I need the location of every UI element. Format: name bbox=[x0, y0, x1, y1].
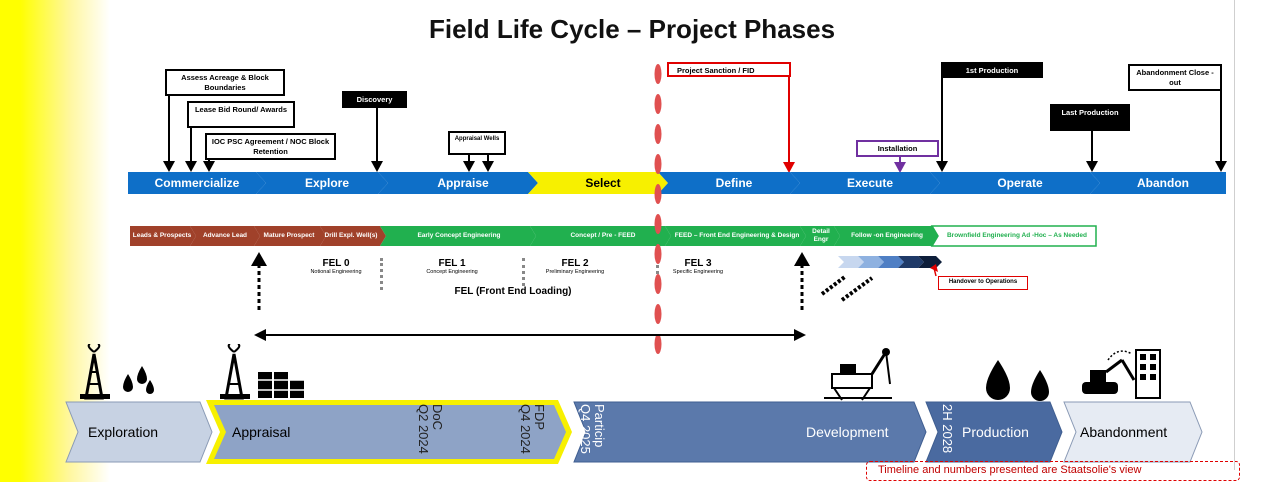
chevron-exploration bbox=[65, 401, 213, 463]
connector-line bbox=[190, 128, 192, 162]
fel-full-label: FEL (Front End Loading) bbox=[454, 286, 572, 297]
phase-chevron-explore bbox=[256, 172, 388, 194]
milestone-lease-bid: Lease Bid Round/ Awards bbox=[187, 101, 295, 128]
fel-step-detail-engr: Detail Engr bbox=[812, 228, 830, 243]
phase-commercialize: Commercialize bbox=[154, 176, 240, 190]
connector-line bbox=[168, 96, 170, 162]
chevron-appraisal bbox=[214, 405, 566, 459]
connector-line bbox=[788, 77, 790, 163]
fel-step-early-concept: Early Concept Engineering bbox=[417, 232, 501, 239]
range-arrows bbox=[251, 252, 810, 341]
offshore-platform-icon bbox=[824, 348, 892, 401]
milestone-last-production: Last Production bbox=[1050, 104, 1130, 131]
bottom-stage-bar bbox=[65, 400, 1203, 464]
page-title: Field Life Cycle – Project Phases bbox=[428, 14, 836, 44]
stage-exploration: Exploration bbox=[88, 424, 159, 440]
phase-abandon: Abandon bbox=[1137, 176, 1189, 190]
fel-step-drill-expl: Drill Expl. Well(s) bbox=[324, 232, 378, 239]
milestone-first-production: 1st Production bbox=[941, 62, 1043, 78]
fel-step-leads: Leads & Prospects bbox=[132, 232, 192, 239]
arrow-down-icon bbox=[783, 162, 795, 173]
milestone-assess-acreage: Assess Acreage & Block Boundaries bbox=[165, 69, 285, 96]
arrow-down-icon bbox=[463, 161, 475, 172]
phase-chevron-commercialize bbox=[128, 172, 266, 194]
milestone-discovery: Discovery bbox=[342, 91, 407, 108]
fel-divider bbox=[656, 258, 662, 288]
phase-define: Define bbox=[715, 176, 753, 190]
demolition-icon bbox=[1082, 349, 1161, 399]
handover-chevrons bbox=[820, 256, 942, 302]
phase-appraise: Appraise bbox=[437, 176, 489, 190]
chevron-abandonment bbox=[1063, 401, 1203, 463]
milestone-2h-2028: 2H 2028 bbox=[940, 404, 955, 454]
phase-chevron-abandon bbox=[1090, 172, 1226, 194]
phase-chevron-select bbox=[528, 172, 668, 194]
phase-select: Select bbox=[585, 176, 621, 190]
fel-step-brownfield: Brownfield Engineering Ad -Hoc – As Need… bbox=[946, 232, 1087, 239]
fel-step-feed: FEED – Front End Engineering & Design bbox=[674, 232, 800, 239]
connector-line bbox=[1091, 131, 1093, 162]
arrow-down-icon bbox=[371, 161, 383, 172]
milestone-installation: Installation bbox=[856, 140, 939, 157]
chevron-production bbox=[925, 401, 1063, 463]
phase-chevron-appraise bbox=[378, 172, 538, 194]
arrow-down-icon bbox=[482, 161, 494, 172]
arrow-down-icon bbox=[936, 161, 948, 172]
phase-operate: Operate bbox=[997, 176, 1043, 190]
fel-bar bbox=[130, 225, 1097, 247]
fel-divider bbox=[522, 258, 528, 286]
milestone-project-sanction: Project Sanction / FID bbox=[667, 62, 791, 77]
stage-abandonment: Abandonment bbox=[1080, 424, 1168, 440]
stage-development: Development bbox=[806, 424, 889, 440]
phase-chevron-define bbox=[658, 172, 800, 194]
fel-step-concept-prefeed: Concept / Pre - FEED bbox=[570, 232, 636, 239]
disclaimer-box bbox=[866, 461, 1240, 481]
phase-bar bbox=[128, 172, 1226, 194]
arrow-down-icon bbox=[163, 161, 175, 172]
phase-explore: Explore bbox=[304, 176, 349, 190]
arrow-down-icon bbox=[185, 161, 197, 172]
fel-step-advance-lead: Advance Lead bbox=[202, 232, 248, 239]
fid-line bbox=[654, 64, 662, 354]
connector-line bbox=[487, 155, 489, 162]
arrow-down-icon bbox=[894, 162, 906, 173]
phase-chevron-execute bbox=[790, 172, 940, 194]
connector-line bbox=[941, 62, 943, 162]
fel-divider bbox=[380, 258, 386, 290]
connector-line bbox=[1220, 91, 1222, 162]
fel-step-follow-on: Follow -on Engineering bbox=[851, 232, 923, 239]
phase-execute: Execute bbox=[846, 176, 894, 190]
handover-box: Handover to Operations bbox=[938, 276, 1028, 290]
connector-line bbox=[899, 157, 901, 163]
chevron-development bbox=[573, 401, 927, 463]
milestone-abandonment-closeout: Abandonment Close -out bbox=[1128, 64, 1222, 91]
oil-rig-barrels-icon bbox=[220, 344, 304, 400]
disclaimer-text: Timeline and numbers presented are Staat… bbox=[878, 464, 1142, 476]
fel-step-mature-prospect: Mature Prospect bbox=[263, 232, 315, 239]
connector-line bbox=[468, 155, 470, 162]
arrow-down-icon bbox=[1086, 161, 1098, 172]
arrow-down-icon bbox=[1215, 161, 1227, 172]
phase-chevron-operate bbox=[930, 172, 1100, 194]
connector-line bbox=[376, 108, 378, 162]
stage-production: Production bbox=[962, 424, 1029, 440]
oil-drops-icon bbox=[986, 360, 1049, 401]
stage-appraisal: Appraisal bbox=[232, 424, 291, 440]
oil-rig-icon bbox=[80, 344, 154, 400]
milestone-ioc-psc: IOC PSC Agreement / NOC Block Retention bbox=[205, 133, 336, 160]
arrow-down-icon bbox=[203, 161, 215, 172]
milestone-appraisal-wells: Appraisal Wells bbox=[448, 131, 506, 155]
